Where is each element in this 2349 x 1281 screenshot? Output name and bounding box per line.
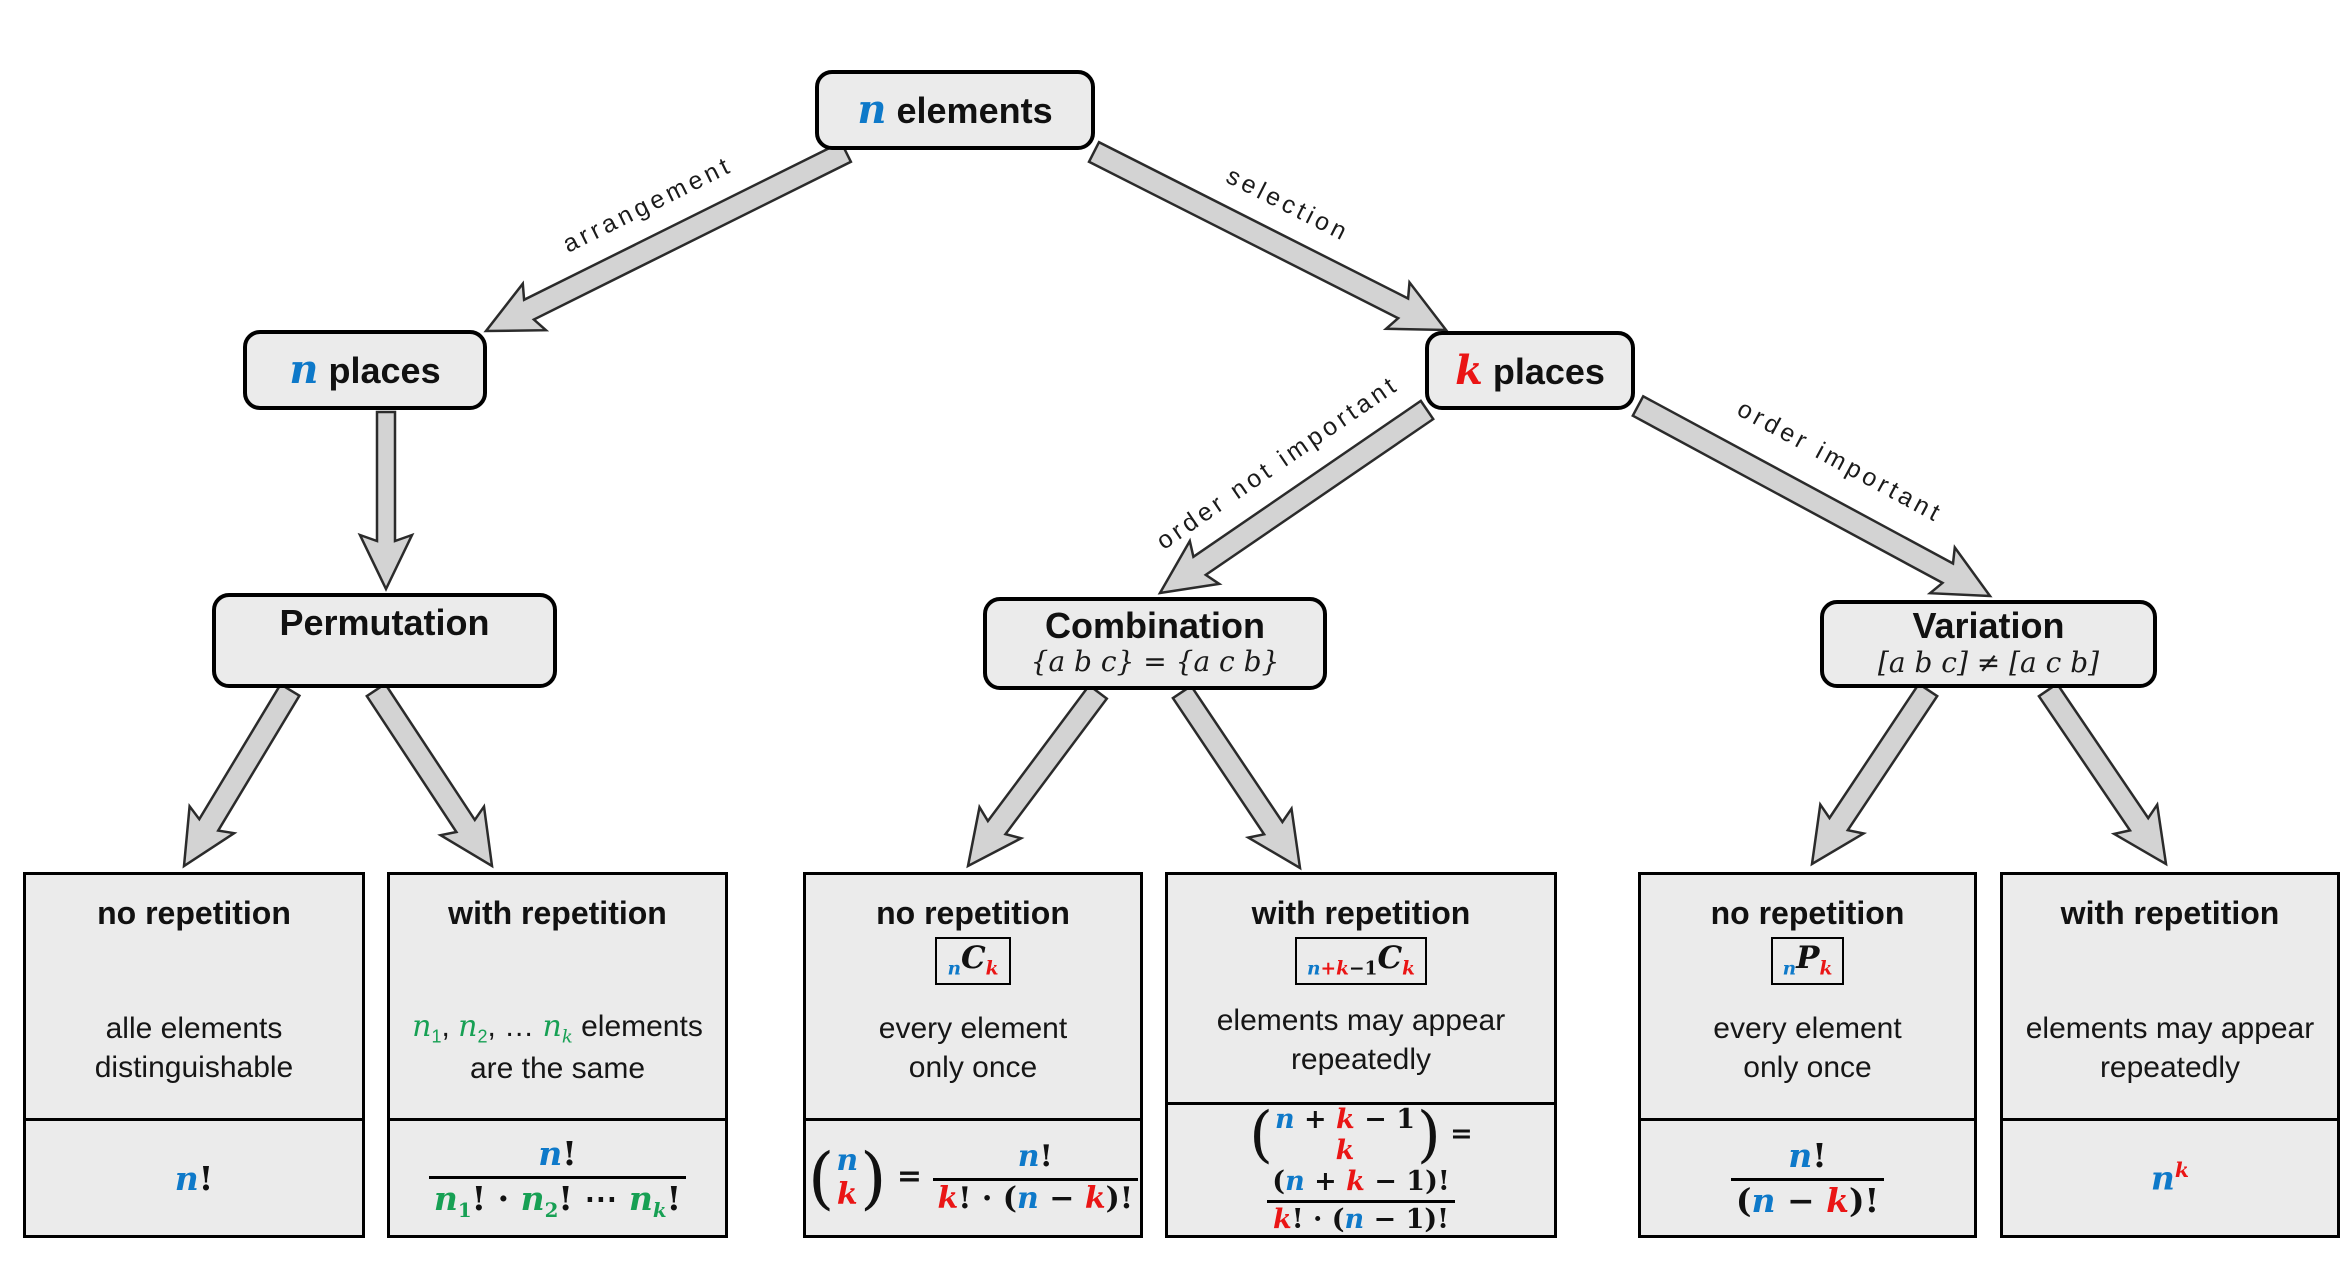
- card-description-section: with repetition elements may appear repe…: [2003, 875, 2337, 1121]
- node-permutation: Permutation: [212, 593, 557, 688]
- card-body: n1, n2, … nk elements are the same: [412, 989, 703, 1118]
- formula: nk: [2150, 1158, 2190, 1198]
- notation-nPk: nPk: [1770, 936, 1845, 986]
- node-variation-subtitle: [a b c] ≠ [a c b]: [1877, 645, 2100, 679]
- badge-row: n+k−1Ck: [1294, 933, 1428, 989]
- node-k-places-title: k places: [1455, 346, 1605, 394]
- node-combination-subtitle: {a b c} = {a c b}: [1030, 645, 1280, 679]
- badge-row: nCk: [935, 933, 1011, 989]
- card-combination-no-repetition: no repetition nCk every element only onc…: [803, 872, 1143, 1238]
- node-permutation-title: Permutation: [279, 601, 490, 643]
- card-body: elements may appear repeatedly: [2026, 989, 2315, 1118]
- body-line: elements may appear: [2025, 1011, 2315, 1045]
- card-description-section: with repetition n+k−1Ck elements may app…: [1168, 875, 1554, 1106]
- card-variation-no-repetition: no repetition nPk every element only onc…: [1638, 872, 1977, 1238]
- badge-row: nPk: [1770, 933, 1845, 989]
- arrow-k-places-to-variation: [1631, 394, 1993, 598]
- node-n-elements-text: elements: [896, 90, 1053, 131]
- body-line: elements may appear: [1216, 1003, 1506, 1037]
- body-line: every element: [1713, 1011, 1902, 1045]
- node-n-places-title: n places: [289, 349, 440, 391]
- card-header: with repetition: [2060, 895, 2280, 931]
- arrow-permutation-to-with-rep: [365, 682, 494, 869]
- notation-nCk: nCk: [935, 936, 1011, 986]
- card-description-section: with repetition n1, n2, … nk elements ar…: [390, 875, 725, 1121]
- formula: n!n1! · n2! ⋯ nk!: [428, 1134, 687, 1222]
- body-line: only once: [908, 1050, 1038, 1084]
- notation-n-plus-k-minus-1-Ck: n+k−1Ck: [1294, 936, 1428, 986]
- card-header: with repetition: [1251, 895, 1471, 931]
- node-variation: Variation [a b c] ≠ [a c b]: [1820, 600, 2157, 688]
- body-line: are the same: [469, 1051, 646, 1085]
- body-line: only once: [1743, 1050, 1872, 1084]
- node-k-places: k places: [1425, 331, 1635, 410]
- card-permutation-with-repetition: with repetition n1, n2, … nk elements ar…: [387, 872, 728, 1238]
- body-line: every element: [878, 1011, 1068, 1045]
- card-formula-section: n!: [26, 1121, 362, 1235]
- card-header: no repetition: [876, 895, 1070, 931]
- card-header: no repetition: [97, 895, 291, 931]
- card-header: with repetition: [448, 895, 667, 931]
- body-line: alle elements: [105, 1011, 283, 1045]
- arrow-n-places-to-permutation: [357, 410, 415, 592]
- node-n-places-text: places: [328, 350, 441, 391]
- card-body: alle elements distinguishable: [95, 989, 293, 1118]
- var-n: n: [857, 86, 887, 133]
- card-description-section: no repetition nPk every element only onc…: [1641, 875, 1974, 1121]
- var-n: n: [289, 346, 319, 393]
- card-description-section: no repetition nCk every element only onc…: [806, 875, 1140, 1121]
- card-formula-section: n!n1! · n2! ⋯ nk!: [390, 1121, 725, 1235]
- arrow-k-places-to-combination: [1157, 399, 1435, 595]
- arrow-permutation-to-no-rep: [182, 682, 302, 869]
- node-n-elements-title: n elements: [857, 89, 1052, 131]
- body-line: repeatedly: [2099, 1050, 2241, 1084]
- card-formula-section: n!(n − k)!: [1641, 1121, 1974, 1235]
- formula: n!: [174, 1158, 214, 1198]
- node-n-places: n places: [243, 330, 487, 410]
- arrow-combination-to-no-rep: [966, 683, 1109, 869]
- card-permutation-no-repetition: no repetition alle elements distinguisha…: [23, 872, 365, 1238]
- card-description-section: no repetition alle elements distinguisha…: [26, 875, 362, 1121]
- card-variation-with-repetition: with repetition elements may appear repe…: [2000, 872, 2340, 1238]
- node-n-elements: n elements: [815, 70, 1095, 150]
- card-body: elements may appear repeatedly: [1217, 989, 1506, 1102]
- card-formula-section: nk: [2003, 1121, 2337, 1235]
- node-k-places-text: places: [1492, 350, 1605, 392]
- body-line: distinguishable: [94, 1050, 294, 1084]
- card-body: every element only once: [1713, 989, 1901, 1118]
- arrow-root-to-n-places: [483, 140, 853, 333]
- body-line: n1, n2, … nk elements: [412, 1009, 703, 1048]
- node-variation-title: Variation: [1912, 605, 2065, 647]
- var-k: k: [1455, 346, 1483, 394]
- body-line: repeatedly: [1290, 1042, 1432, 1076]
- card-combination-with-repetition: with repetition n+k−1Ck elements may app…: [1165, 872, 1557, 1238]
- node-combination: Combination {a b c} = {a c b}: [983, 597, 1327, 690]
- card-body: every element only once: [879, 989, 1067, 1118]
- formula: n!(n − k)!: [1730, 1136, 1885, 1220]
- card-header: no repetition: [1710, 895, 1905, 931]
- arrow-combination-to-with-rep: [1171, 684, 1302, 871]
- arrow-variation-to-no-rep: [1810, 682, 1939, 867]
- arrow-root-to-k-places: [1087, 140, 1449, 332]
- arrow-variation-to-with-rep: [2037, 682, 2168, 867]
- node-combination-title: Combination: [1045, 604, 1265, 646]
